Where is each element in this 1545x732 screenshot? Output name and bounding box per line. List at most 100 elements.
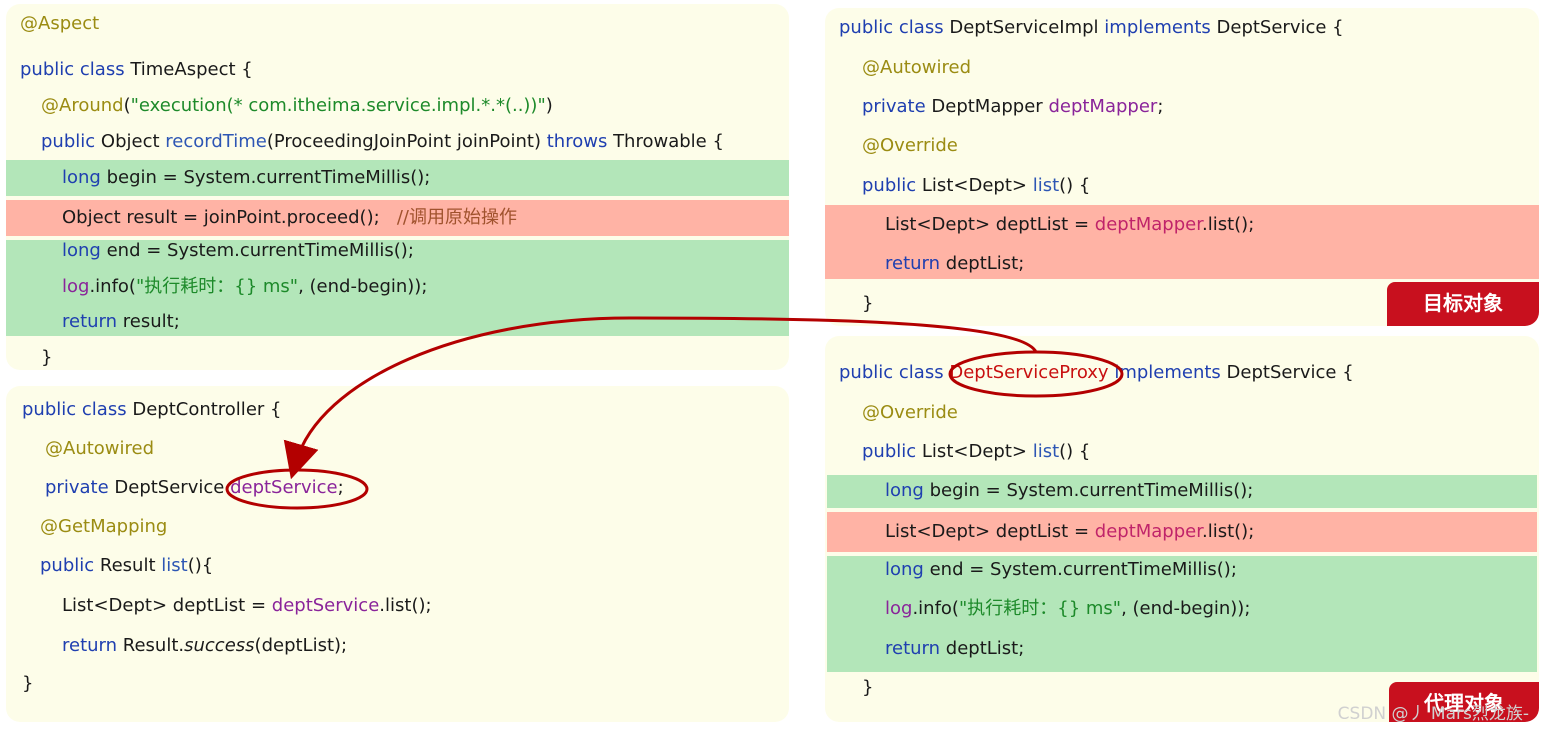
interface-name: DeptService {	[1226, 362, 1354, 383]
keyword-public: public	[40, 555, 95, 576]
return-value: deptList;	[945, 253, 1025, 274]
field-declaration-line: private DeptService deptService;	[45, 470, 789, 506]
info-call: .info(	[89, 276, 136, 297]
return-type: Result	[99, 555, 156, 576]
keyword-return: return	[62, 311, 118, 332]
success-args: (deptList);	[254, 635, 348, 656]
info-call: .info(	[912, 598, 959, 619]
keyword-class: class	[79, 59, 125, 80]
open-brace: {	[241, 59, 253, 80]
return-value: result;	[122, 311, 180, 332]
proxy-object-badge: 代理对象	[1389, 682, 1539, 722]
return-line: return deptList;	[885, 631, 1539, 667]
keyword-class: class	[81, 399, 127, 420]
method-parens: () {	[1059, 441, 1091, 462]
end-statement: end = System.currentTimeMillis();	[106, 240, 414, 261]
close-brace-line: }	[862, 286, 1539, 322]
keyword-long: long	[885, 559, 924, 580]
begin-statement: begin = System.currentTimeMillis();	[929, 480, 1254, 501]
around-annotation: @Around	[41, 95, 124, 116]
class-declaration-line: public class TimeAspect {	[20, 52, 789, 88]
time-aspect-panel: @Aspect public class TimeAspect { @Aroun…	[6, 4, 789, 370]
dept-controller-panel: public class DeptController { @Autowired…	[6, 386, 789, 722]
end-time-line: long end = System.currentTimeMillis();	[885, 552, 1539, 588]
semicolon: ;	[337, 477, 344, 498]
class-declaration-line: public class DeptController {	[22, 392, 789, 428]
method-params: (ProceedingJoinPoint joinPoint)	[266, 131, 541, 152]
log-line: log.info("执行耗时：{} ms", (end-begin));	[62, 269, 789, 305]
keyword-public: public	[839, 17, 894, 38]
target-object-badge: 目标对象	[1387, 282, 1539, 326]
aspect-annotation-line: @Aspect	[20, 6, 789, 42]
close-brace-line: }	[41, 340, 789, 370]
paren-open: (	[123, 95, 131, 116]
keyword-return: return	[885, 253, 941, 274]
list-call-line: List<Dept> deptList = deptMapper.list();	[885, 207, 1539, 243]
dept-mapper-field: deptMapper	[1048, 96, 1158, 117]
proxy-class-name: DeptServiceProxy	[949, 362, 1109, 383]
list-declaration: List<Dept> deptList =	[62, 595, 267, 616]
get-mapping-line: @GetMapping	[40, 509, 789, 545]
log-message: "执行耗时：{} ms"	[135, 276, 299, 297]
method-declaration-line: public Object recordTime(ProceedingJoinP…	[41, 124, 789, 160]
method-parens: () {	[1059, 175, 1091, 196]
close-brace-line: }	[22, 666, 789, 702]
begin-statement: begin = System.currentTimeMillis();	[106, 167, 431, 188]
override-line: @Override	[862, 395, 1539, 431]
keyword-long: long	[62, 167, 101, 188]
return-line: return Result.success(deptList);	[62, 628, 789, 664]
field-type: DeptMapper	[931, 96, 1043, 117]
autowired-annotation: @Autowired	[45, 438, 155, 459]
begin-highlight	[827, 475, 1537, 508]
method-declaration-line: public List<Dept> list() {	[862, 434, 1539, 470]
target-call-highlight	[827, 512, 1537, 552]
result-class: Result.	[122, 635, 185, 656]
keyword-long: long	[885, 480, 924, 501]
class-name: DeptServiceImpl	[949, 17, 1099, 38]
override-annotation: @Override	[862, 135, 958, 156]
close-brace: }	[862, 293, 874, 314]
paren-close: )	[545, 95, 553, 116]
around-annotation-line: @Around("execution(* com.itheima.service…	[41, 88, 789, 124]
log-object: log	[62, 276, 90, 297]
dept-service-impl-panel: public class DeptServiceImpl implements …	[825, 8, 1539, 326]
watermark: CSDN @丿 Mars烈龙族-	[1337, 704, 1529, 724]
list-call: .list();	[1201, 214, 1255, 235]
close-brace: }	[862, 677, 874, 698]
keyword-implements: implements	[1104, 17, 1211, 38]
keyword-public: public	[41, 131, 96, 152]
method-name: recordTime	[165, 131, 267, 152]
keyword-long: long	[62, 240, 101, 261]
keyword-private: private	[45, 477, 109, 498]
keyword-public: public	[862, 441, 917, 462]
begin-time-line: long begin = System.currentTimeMillis();	[885, 473, 1539, 509]
code-comment: //调用原始操作	[396, 207, 517, 228]
list-call-line: List<Dept> deptList = deptMapper.list();	[885, 514, 1539, 550]
info-args: , (end-begin));	[1121, 598, 1251, 619]
class-declaration-line: public class DeptServiceImpl implements …	[839, 10, 1539, 46]
list-call: .list();	[379, 595, 432, 616]
pointcut-expression: "execution(* com.itheima.service.impl.*.…	[130, 95, 546, 116]
get-mapping-annotation: @GetMapping	[40, 516, 168, 537]
override-annotation: @Override	[862, 402, 958, 423]
log-object: log	[885, 598, 913, 619]
end-statement: end = System.currentTimeMillis();	[929, 559, 1237, 580]
list-declaration: List<Dept> deptList =	[885, 521, 1090, 542]
service-reference: deptService	[271, 595, 380, 616]
info-args: , (end-begin));	[298, 276, 428, 297]
return-value: deptList;	[945, 638, 1025, 659]
interface-name: DeptService {	[1216, 17, 1344, 38]
keyword-class: class	[898, 17, 944, 38]
success-method: success	[184, 635, 255, 656]
method-name: list	[161, 555, 188, 576]
method-name: list	[1032, 175, 1060, 196]
begin-time-line: long begin = System.currentTimeMillis();	[6, 160, 789, 196]
class-name: DeptController {	[132, 399, 282, 420]
keyword-public: public	[862, 175, 917, 196]
autowired-line: @Autowired	[862, 50, 1539, 86]
keyword-class: class	[898, 362, 944, 383]
return-line: return result;	[62, 304, 789, 340]
method-parens: (){	[187, 555, 214, 576]
method-declaration-line: public Result list(){	[40, 548, 789, 584]
close-brace: }	[41, 347, 53, 368]
